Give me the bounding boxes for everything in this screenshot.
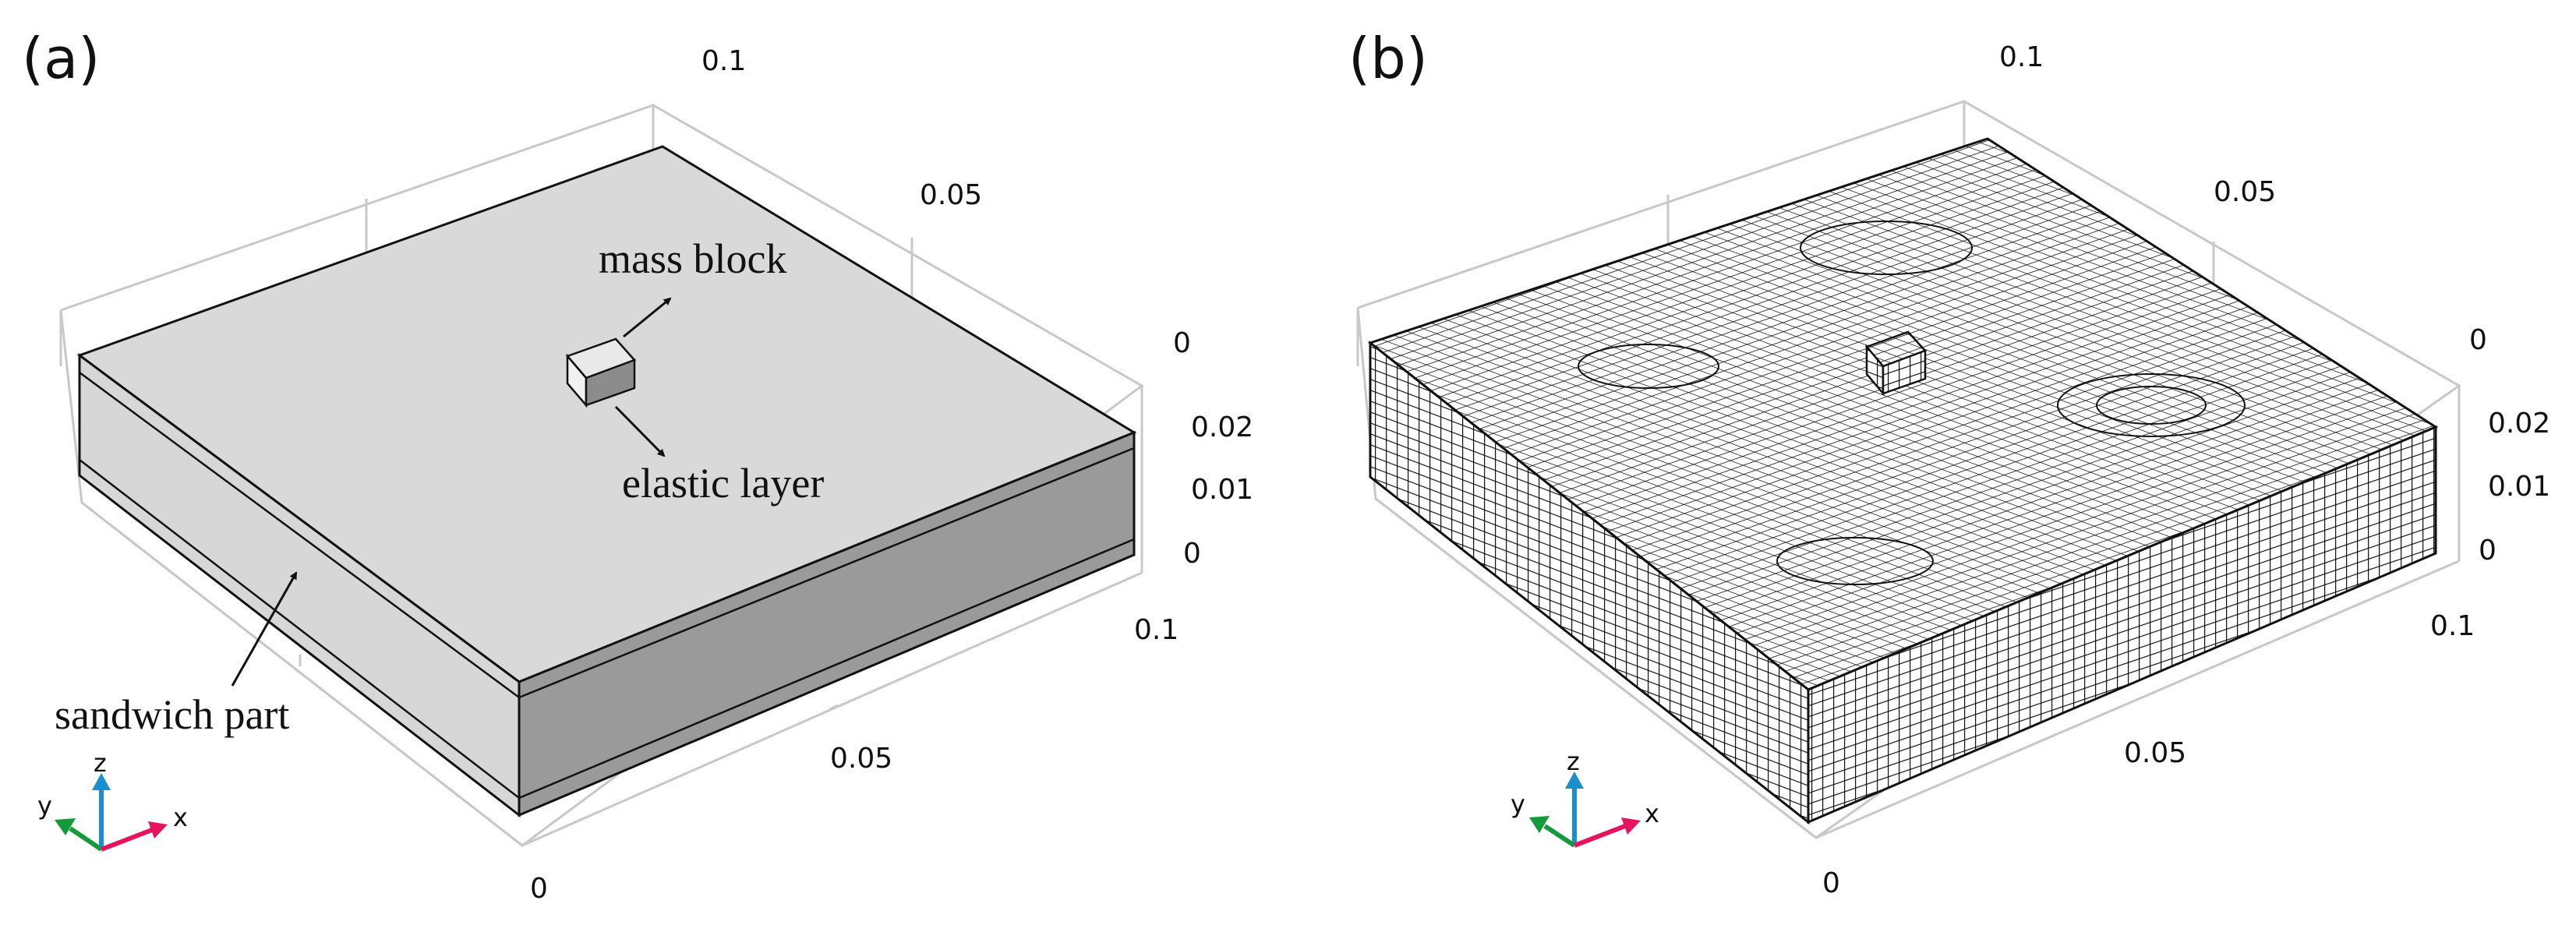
mesh-refinement-2	[1800, 221, 1973, 275]
triad-z-label: z	[94, 748, 107, 778]
tick-front-mid-b: 0.05	[2124, 737, 2186, 769]
panel-a: (a)	[22, 26, 1253, 905]
tick-right-zero-b: 0	[2469, 324, 2487, 356]
y-arrowhead	[55, 818, 76, 835]
tick-front-mid: 0.05	[830, 743, 892, 775]
tick-z-high-b: 0.02	[2488, 408, 2550, 440]
mass-block-arrow	[623, 297, 672, 338]
panel-label-b: (b)	[1348, 26, 1428, 91]
tick-z-mid: 0.01	[1191, 474, 1253, 506]
triad-y-label: y	[37, 791, 52, 821]
tick-front-right: 0.1	[1134, 614, 1178, 646]
meshed-slab-b	[1367, 137, 2439, 825]
mesh-refinement-1	[2057, 373, 2246, 437]
tick-front-zero: 0	[530, 873, 548, 905]
sandwich-part-label: sandwich part	[55, 691, 289, 738]
tick-mid-back-b: 0.05	[2214, 176, 2276, 208]
tick-z-high: 0.02	[1191, 411, 1253, 443]
mass-block-label: mass block	[599, 235, 786, 282]
axis-triad-a: z y x	[37, 748, 188, 852]
tick-front-zero-b: 0	[1822, 867, 1840, 899]
triad-x-label: x	[173, 803, 188, 832]
sandwich-part-arrow	[231, 571, 298, 687]
top-elastic-layer-line	[79, 371, 1135, 699]
elastic-layer-arrow	[614, 405, 666, 457]
triad-z-label-b: z	[1567, 747, 1580, 776]
tick-front-right-b: 0.1	[2430, 610, 2475, 642]
tick-mid-back: 0.05	[920, 179, 982, 211]
triad-x-label-b: x	[1645, 799, 1659, 828]
mesh-mass-block-b	[1864, 330, 1928, 397]
z-arrowhead	[92, 773, 111, 790]
elastic-layer-label: elastic layer	[622, 460, 824, 507]
slab-right-face	[518, 430, 1136, 817]
tick-right-zero: 0	[1173, 327, 1191, 359]
panel-b: (b)	[1348, 26, 2550, 899]
x-arrowhead	[148, 821, 168, 839]
bottom-elastic-layer-line	[79, 459, 1135, 800]
tick-z-mid-b: 0.01	[2488, 471, 2550, 503]
triad-y-label-b: y	[1511, 789, 1525, 819]
panel-label-a: (a)	[22, 26, 100, 91]
tick-z-zero-b: 0	[2479, 535, 2496, 567]
axis-triad-b: z y x	[1511, 747, 1659, 848]
tick-top: 0.1	[701, 45, 746, 77]
sandwich-slab-a	[76, 145, 1137, 818]
mass-block-cube-a	[565, 337, 637, 408]
tick-top-b: 0.1	[1999, 41, 2044, 73]
tick-z-zero: 0	[1183, 538, 1201, 570]
